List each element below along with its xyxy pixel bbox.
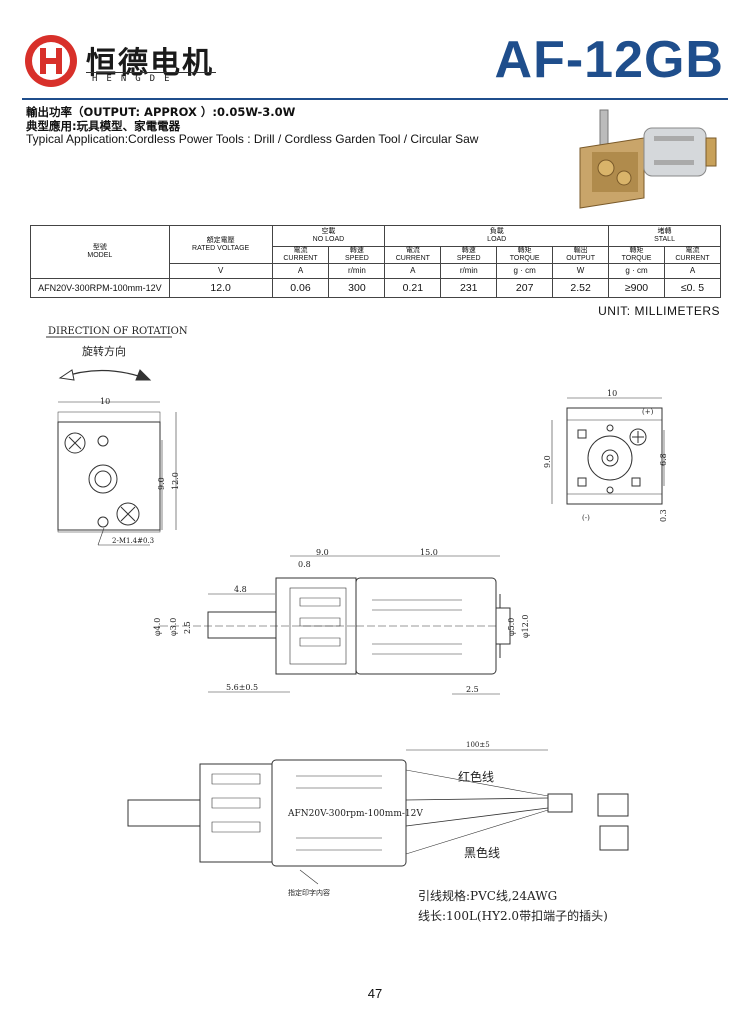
svg-text:引线规格:PVC线,24AWG: 引线规格:PVC线,24AWG [418,888,557,903]
rotation-label-en: DIRECTION OF ROTATION [48,326,188,337]
svg-text:0.8: 0.8 [298,560,311,569]
side-view: 9.0 15.0 0.8 4.8 φ4.0 φ3.0 2.5 φ5.0 φ12.… [153,548,530,695]
svg-text:9.0: 9.0 [157,477,166,490]
rotation-label-cn: 旋转方向 [82,344,126,358]
svg-text:10: 10 [100,397,110,406]
svg-text:2.5: 2.5 [466,685,479,694]
svg-text:线长:100L(HY2.0带扣端子的插头): 线长:100L(HY2.0带扣端子的插头) [418,908,608,923]
svg-text:2-M1.4#0.3: 2-M1.4#0.3 [112,537,154,545]
spec-application-cn: 典型應用:玩具模型、家電電器 [26,119,181,133]
svg-text:φ3.0: φ3.0 [169,618,178,636]
front-view: 10 2-M1.4#0.3 9.0 12.0 [57,397,180,546]
svg-text:φ4.0: φ4.0 [153,618,162,636]
svg-text:4.8: 4.8 [234,585,247,594]
motor-photo [579,109,717,209]
logo-icon [25,35,77,87]
page-number: 47 [367,986,383,1001]
rear-view: 10 (+) (-) 9.0 6.8 0.3 [543,389,668,522]
table-row: AFN20V-300RPM-100mm-12V 12.0 0.06 300 0.… [30,278,722,298]
svg-text:2.5: 2.5 [183,621,192,634]
model-title: AF-12GB [494,31,724,89]
svg-text:10: 10 [607,389,617,398]
header-divider [22,98,728,100]
svg-text:AFN20V-300rpm-100mm-12V: AFN20V-300rpm-100mm-12V [287,809,423,819]
svg-text:12.0: 12.0 [171,472,180,490]
svg-text:100±5: 100±5 [466,741,490,749]
svg-text:5.6±0.5: 5.6±0.5 [226,683,258,692]
svg-text:(+): (+) [642,408,654,416]
spec-application-en: Typical Application:Cordless Power Tools… [26,132,479,146]
svg-text:红色线: 红色线 [458,769,494,784]
svg-text:指定印字内容: 指定印字内容 [288,888,330,897]
brand-name-cn: 恒德电机 [86,46,214,81]
svg-text:9.0: 9.0 [543,455,552,468]
svg-text:φ12.0: φ12.0 [521,615,530,638]
unit-note: UNIT: MILLIMETERS [598,304,720,318]
spec-output-power: 輸出功率（OUTPUT: APPROX ）:0.05W-3.0W [26,105,296,119]
brand-name-en: HENGDE [92,74,179,84]
brand-rule [86,72,216,73]
svg-text:15.0: 15.0 [420,548,438,557]
svg-text:0.3: 0.3 [659,509,668,522]
svg-text:(-): (-) [582,514,590,522]
svg-text:φ5.0: φ5.0 [507,618,516,636]
svg-text:黑色线: 黑色线 [464,846,500,860]
svg-text:6.8: 6.8 [659,453,668,466]
wire-view: 100±5 AFN20V-300rpm-100mm-12V 红色线 黑色线 指定… [127,741,629,923]
svg-text:9.0: 9.0 [316,548,329,557]
